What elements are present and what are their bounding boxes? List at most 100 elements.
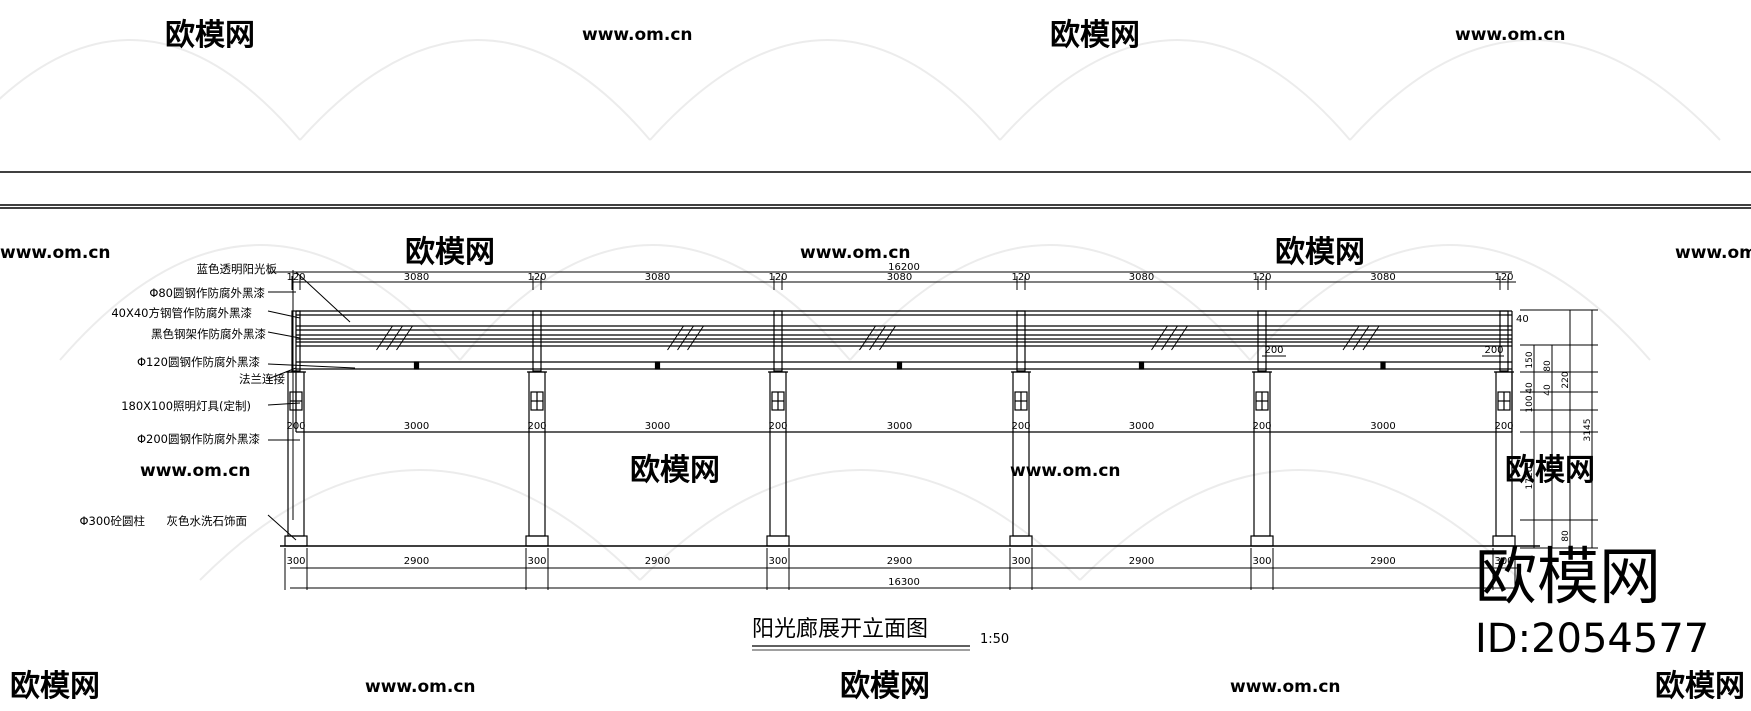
watermark-site: www.om.cn [140, 461, 251, 481]
dim-top-col: 120 [527, 272, 546, 283]
dim-mid-span: 3000 [404, 421, 429, 432]
ground-band [0, 171, 1751, 209]
label-round-steel-120: Φ120圆钢作防腐外黑漆 [137, 355, 260, 369]
column-base [1009, 535, 1033, 547]
flange-mark [1380, 361, 1386, 370]
column [1009, 310, 1145, 547]
column-base [525, 535, 549, 547]
watermark-brand: 欧模网 [1655, 669, 1745, 704]
hatch-mark [879, 325, 896, 351]
watermark-arcs [0, 39, 1721, 581]
watermark-brand: 欧模网 [840, 669, 930, 704]
column-base [766, 535, 790, 547]
column [1250, 310, 1386, 547]
dim-mid-col: 200 [1252, 421, 1271, 432]
dim-mid-span: 3000 [1129, 421, 1154, 432]
column [525, 310, 661, 547]
hatch-mark [677, 325, 694, 351]
column-base [284, 535, 308, 547]
dim-bot-col: 300 [527, 556, 546, 567]
hatch-mark [687, 325, 704, 351]
label-round-steel-80: Φ80圆钢作防腐外黑漆 [149, 286, 265, 300]
label-concrete-column: Φ300砼圆柱 [79, 514, 145, 528]
hatch-mark [1352, 325, 1370, 351]
watermark-site: www.om.cn [1455, 25, 1566, 45]
label-round-steel-200: Φ200圆钢作防腐外黑漆 [137, 432, 260, 446]
hatch-mark [396, 325, 413, 351]
watermark-site: www.om.cn [582, 25, 693, 45]
dim-bot-span: 2900 [404, 556, 429, 567]
id-watermark-brand: 欧模网 [1475, 540, 1661, 613]
id-watermark: 欧模网 ID:2054577 [1475, 540, 1709, 662]
dim-mid-col: 200 [527, 421, 546, 432]
hatch-mark [386, 325, 403, 351]
watermark-brand: 欧模网 [630, 453, 720, 488]
dim-top-col: 120 [768, 272, 787, 283]
label-flange: 法兰连接 [239, 372, 285, 386]
dim-right-v: 150 [1525, 351, 1535, 368]
leader-lines [267, 270, 356, 541]
hatch-mark [859, 325, 876, 351]
watermark-brand: 欧模网 [1505, 453, 1595, 488]
hatch-mark [1342, 325, 1360, 351]
dim-mid-span: 3000 [645, 421, 670, 432]
callout-labels: 蓝色透明阳光板 Φ80圆钢作防腐外黑漆 40X40方钢管作防腐外黑漆 黑色钢架作… [79, 262, 285, 528]
dim-total-top: 16200 [888, 262, 920, 273]
label-polycarbonate: 蓝色透明阳光板 [197, 262, 278, 276]
flange-mark [896, 361, 903, 370]
hatch-mark [869, 325, 886, 351]
flange-mark [413, 361, 420, 370]
drawing-title-block: 阳光廊展开立面图 1:50 [752, 617, 1009, 651]
column-layer [284, 310, 1516, 547]
hatch-mark [1151, 325, 1168, 351]
watermark-site: www.om.cn [1675, 243, 1751, 263]
dim-top-col: 120 [286, 272, 305, 283]
watermark-site-layer: www.om.cn www.om.cn www.om.cn www.om.cn … [0, 25, 1751, 697]
dim-total-bottom: 16300 [888, 577, 920, 588]
id-watermark-number: ID:2054577 [1475, 616, 1709, 662]
hatch-mark [1362, 325, 1380, 351]
dim-top-span: 3080 [887, 272, 912, 283]
dim-top-span: 3080 [1129, 272, 1154, 283]
watermark-site: www.om.cn [1010, 461, 1121, 481]
column [1492, 310, 1516, 547]
hatch-mark [376, 325, 393, 351]
dim-right-v: 100 [1525, 395, 1535, 412]
dim-right-v: 40 [1543, 384, 1553, 396]
dim-bot-col: 300 [286, 556, 305, 567]
dim-top-span: 3080 [645, 272, 670, 283]
hatch-mark [1171, 325, 1188, 351]
label-lighting: 180X100照明灯具(定制) [121, 399, 251, 413]
watermark-brand: 欧模网 [10, 669, 100, 704]
dim-top-span: 3080 [404, 272, 429, 283]
watermark-layer: 欧模网 欧模网 欧模网 欧模网 欧模网 欧模网 欧模网 欧模网 欧模网 [10, 18, 1745, 704]
watermark-brand: 欧模网 [1275, 235, 1365, 270]
glazing-hatch [376, 325, 1380, 351]
column [766, 310, 903, 547]
dim-right-v: 80 [1543, 360, 1553, 372]
flange-mark [654, 361, 661, 370]
flange-mark [1138, 361, 1145, 370]
dim-bot-col: 300 [1494, 556, 1513, 567]
column [284, 310, 420, 547]
dim-bot-span: 2900 [887, 556, 912, 567]
watermark-brand: 欧模网 [405, 235, 495, 270]
watermark-brand: 欧模网 [165, 18, 255, 53]
dim-right-v: 40 [1525, 382, 1535, 394]
dim-right-v: 1720 [1525, 466, 1535, 489]
dim-bot-span: 2900 [1370, 556, 1395, 567]
dim-mid-col: 200 [768, 421, 787, 432]
hatch-mark [667, 325, 684, 351]
dim-right-40: 40 [1516, 314, 1529, 325]
label-finish: 灰色水洗石饰面 [167, 514, 248, 528]
dim-top-span: 3080 [1370, 272, 1395, 283]
dim-right-v: 3145 [1583, 419, 1593, 442]
dim-right-v: 80 [1561, 530, 1571, 542]
hatch-mark [1161, 325, 1178, 351]
dim-top-col: 120 [1252, 272, 1271, 283]
dim-beam-200: 200 [1264, 345, 1283, 356]
dim-mid-span: 3000 [887, 421, 912, 432]
dim-bot-col: 300 [1252, 556, 1271, 567]
dim-beam-200: 200 [1484, 345, 1503, 356]
